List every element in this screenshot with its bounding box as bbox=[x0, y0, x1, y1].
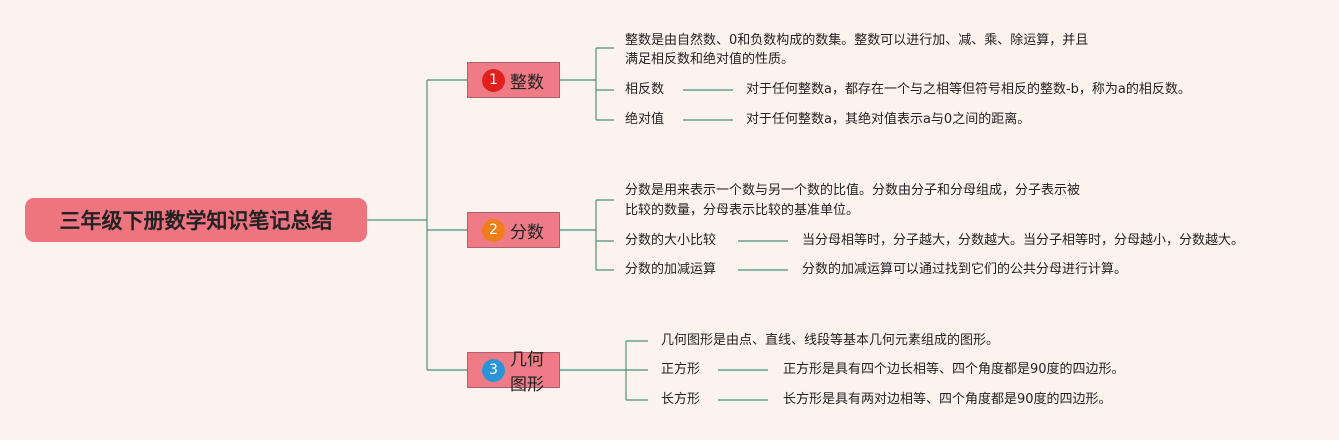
term-definition: 当分母相等时，分子越大，分数越大。当分子相等时，分母越小，分数越大。 bbox=[802, 233, 1245, 248]
branch-title: 整数 bbox=[510, 72, 544, 93]
badge-number-2: 2 bbox=[482, 218, 505, 242]
term-label: 正方形 bbox=[661, 362, 701, 377]
badge-number-3: 3 bbox=[482, 358, 505, 382]
term-definition: 正方形是具有四个边长相等、四个角度都是90度的四边形。 bbox=[783, 362, 1125, 377]
branch-description-line-1: 几何图形是由点、直线、线段等基本几何元素组成的图形。 bbox=[661, 333, 1000, 348]
branch-description-line-2: 满足相反数和绝对值的性质。 bbox=[625, 52, 795, 67]
root-node[interactable]: 三年级下册数学知识笔记总结 bbox=[25, 198, 367, 242]
term-definition: 对于任何整数a，都存在一个与之相等但符号相反的整数-b，称为a的相反数。 bbox=[746, 82, 1191, 97]
term-label: 相反数 bbox=[625, 82, 665, 97]
term-definition: 分数的加减运算可以通过找到它们的公共分母进行计算。 bbox=[802, 262, 1128, 277]
branch-description-line-1: 整数是由自然数、0和负数构成的数集。整数可以进行加、减、乘、除运算，并且 bbox=[625, 33, 1089, 48]
root-title: 三年级下册数学知识笔记总结 bbox=[59, 209, 333, 233]
branch-node-geometry[interactable]: 3 几何图形 bbox=[467, 350, 560, 395]
branch-description-line-2: 比较的数量，分母表示比较的基准单位。 bbox=[625, 203, 860, 218]
term-label: 绝对值 bbox=[625, 112, 665, 127]
term-label: 分数的加减运算 bbox=[625, 262, 717, 277]
term-definition: 长方形是具有两对边相等、四个角度都是90度的四边形。 bbox=[783, 392, 1112, 407]
badge-number-1: 1 bbox=[482, 68, 505, 92]
term-label: 长方形 bbox=[661, 392, 701, 407]
branch-title: 分数 bbox=[510, 222, 544, 243]
term-label: 分数的大小比较 bbox=[625, 233, 717, 248]
branch-title: 几何图形 bbox=[510, 350, 544, 395]
term-definition: 对于任何整数a，其绝对值表示a与0之间的距离。 bbox=[746, 112, 1031, 127]
branch-description-line-1: 分数是用来表示一个数与另一个数的比值。分数由分子和分母组成，分子表示被 bbox=[625, 183, 1081, 198]
branch-node-fractions[interactable]: 2 分数 bbox=[467, 212, 560, 248]
branch-node-integers[interactable]: 1 整数 bbox=[467, 62, 560, 98]
